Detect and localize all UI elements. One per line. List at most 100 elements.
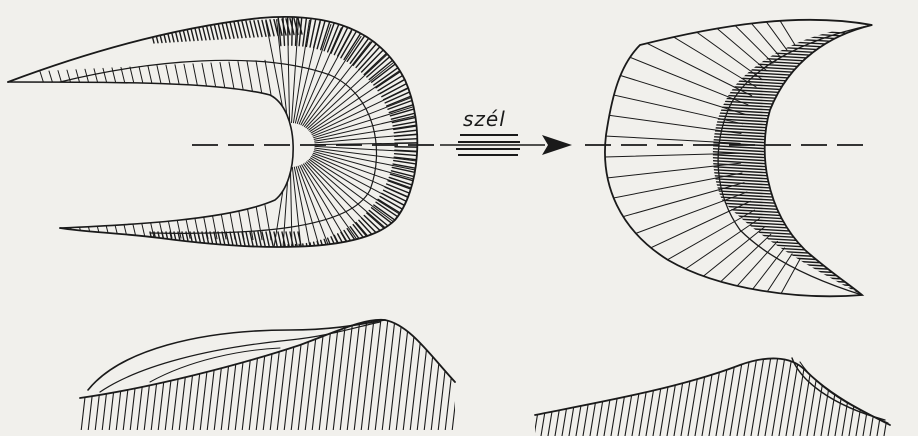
shade-stroke [292, 245, 293, 278]
shade-stroke [700, 37, 880, 47]
ground-hatch-stroke [417, 310, 431, 432]
hatch-stroke [175, 65, 181, 93]
hatch-stroke [130, 67, 136, 92]
shade-stroke [395, 143, 430, 144]
shade-stroke [283, 245, 285, 278]
shade-stroke [246, 232, 250, 250]
ground-hatch-stroke [109, 310, 123, 432]
ground-hatch-stroke [466, 310, 480, 432]
ground-hatch-stroke [597, 350, 611, 436]
shade-stroke [310, 243, 317, 276]
ground-hatch-stroke [856, 350, 870, 436]
shade-stroke [154, 232, 158, 250]
shade-stroke [350, 36, 370, 63]
hatch-stroke [650, 0, 767, 71]
hatch-stroke [271, 167, 287, 269]
shade-stroke [295, 245, 297, 278]
hatch-stroke [281, 167, 288, 270]
hatch-stroke [85, 214, 91, 236]
hatch-stroke [613, 201, 750, 265]
ground-hatch-stroke [361, 310, 375, 432]
ground-hatch-stroke [842, 350, 856, 436]
shade-stroke [238, 232, 242, 250]
ground-hatch-stroke [158, 310, 172, 432]
hatch-stroke [58, 216, 64, 236]
ground-hatch-stroke [249, 310, 263, 432]
shade-stroke [226, 22, 230, 38]
shade-stroke [210, 23, 214, 39]
shade-stroke [395, 154, 430, 157]
ground-hatch-stroke [884, 350, 898, 436]
shade-stroke [392, 115, 426, 122]
ground-hatch-stroke [527, 350, 541, 436]
shade-stroke [150, 27, 154, 43]
shade-stroke [222, 23, 226, 39]
shade-stroke [347, 33, 366, 61]
ground-hatch-stroke [368, 310, 382, 432]
shade-stroke [178, 25, 182, 41]
barchan-dune-section [520, 350, 912, 436]
shade-stroke [278, 244, 281, 277]
ground-hatch-stroke [459, 310, 473, 432]
ground-hatch-stroke [772, 350, 786, 436]
ground-hatch-stroke [60, 310, 74, 432]
shade-stroke [700, 208, 880, 218]
wind-arrow-head-icon [542, 135, 572, 155]
shade-stroke [700, 76, 880, 86]
shade-stroke [314, 242, 322, 274]
hatch-stroke [247, 61, 253, 94]
shade-stroke [154, 27, 158, 43]
hatch-stroke [112, 68, 118, 92]
shade-stroke [700, 262, 880, 272]
shade-stroke [306, 244, 311, 277]
ground-hatch-stroke [716, 350, 730, 436]
shade-stroke [700, 298, 880, 308]
hatch-stroke [637, 0, 761, 79]
hatch-stroke [67, 215, 73, 236]
shade-stroke [303, 244, 307, 277]
ground-hatch-stroke [235, 310, 249, 432]
hatch-stroke [664, 0, 773, 63]
shade-stroke [700, 85, 880, 95]
ground-hatch-stroke [695, 350, 709, 436]
ground-hatch-stroke [438, 310, 452, 432]
shade-stroke [391, 171, 425, 180]
shade-stroke [162, 232, 166, 250]
ground-hatch-stroke [723, 350, 737, 436]
shade-stroke [334, 235, 349, 265]
wind-label: szél [463, 107, 506, 131]
ground-hatch-stroke [193, 310, 207, 432]
ground-hatch-stroke [562, 350, 576, 436]
ground-hatch-stroke [660, 350, 674, 436]
shade-stroke [218, 23, 222, 39]
ground-hatch-stroke [870, 350, 884, 436]
hatch-stroke [40, 72, 46, 91]
shade-stroke [174, 26, 178, 42]
shade-stroke [395, 147, 430, 148]
ground-hatch-stroke [242, 310, 256, 432]
shade-stroke [218, 232, 222, 250]
shade-stroke [242, 232, 246, 250]
ground-hatch-stroke [674, 350, 688, 436]
shade-stroke [700, 220, 880, 230]
ground-hatch-stroke [452, 310, 466, 432]
ground-hatch-stroke [800, 350, 814, 436]
ground-hatch-stroke [576, 350, 590, 436]
ground-hatch-stroke [389, 310, 403, 432]
hatch-stroke [139, 67, 145, 93]
hatch-stroke [157, 66, 163, 93]
shade-stroke [230, 22, 234, 38]
ground-hatch-stroke [534, 350, 548, 436]
shade-stroke [700, 259, 880, 269]
ground-hatch-stroke [814, 350, 828, 436]
ground-hatch-stroke [730, 350, 744, 436]
ground-hatch-stroke [779, 350, 793, 436]
shade-stroke [166, 232, 170, 250]
shade-stroke [700, 34, 880, 44]
shade-stroke [394, 129, 429, 133]
shade-stroke [700, 280, 880, 290]
ground-hatch-stroke [625, 350, 639, 436]
hatch-stroke [76, 215, 82, 236]
ground-hatch-stroke [611, 350, 625, 436]
ground-hatch-stroke [604, 350, 618, 436]
